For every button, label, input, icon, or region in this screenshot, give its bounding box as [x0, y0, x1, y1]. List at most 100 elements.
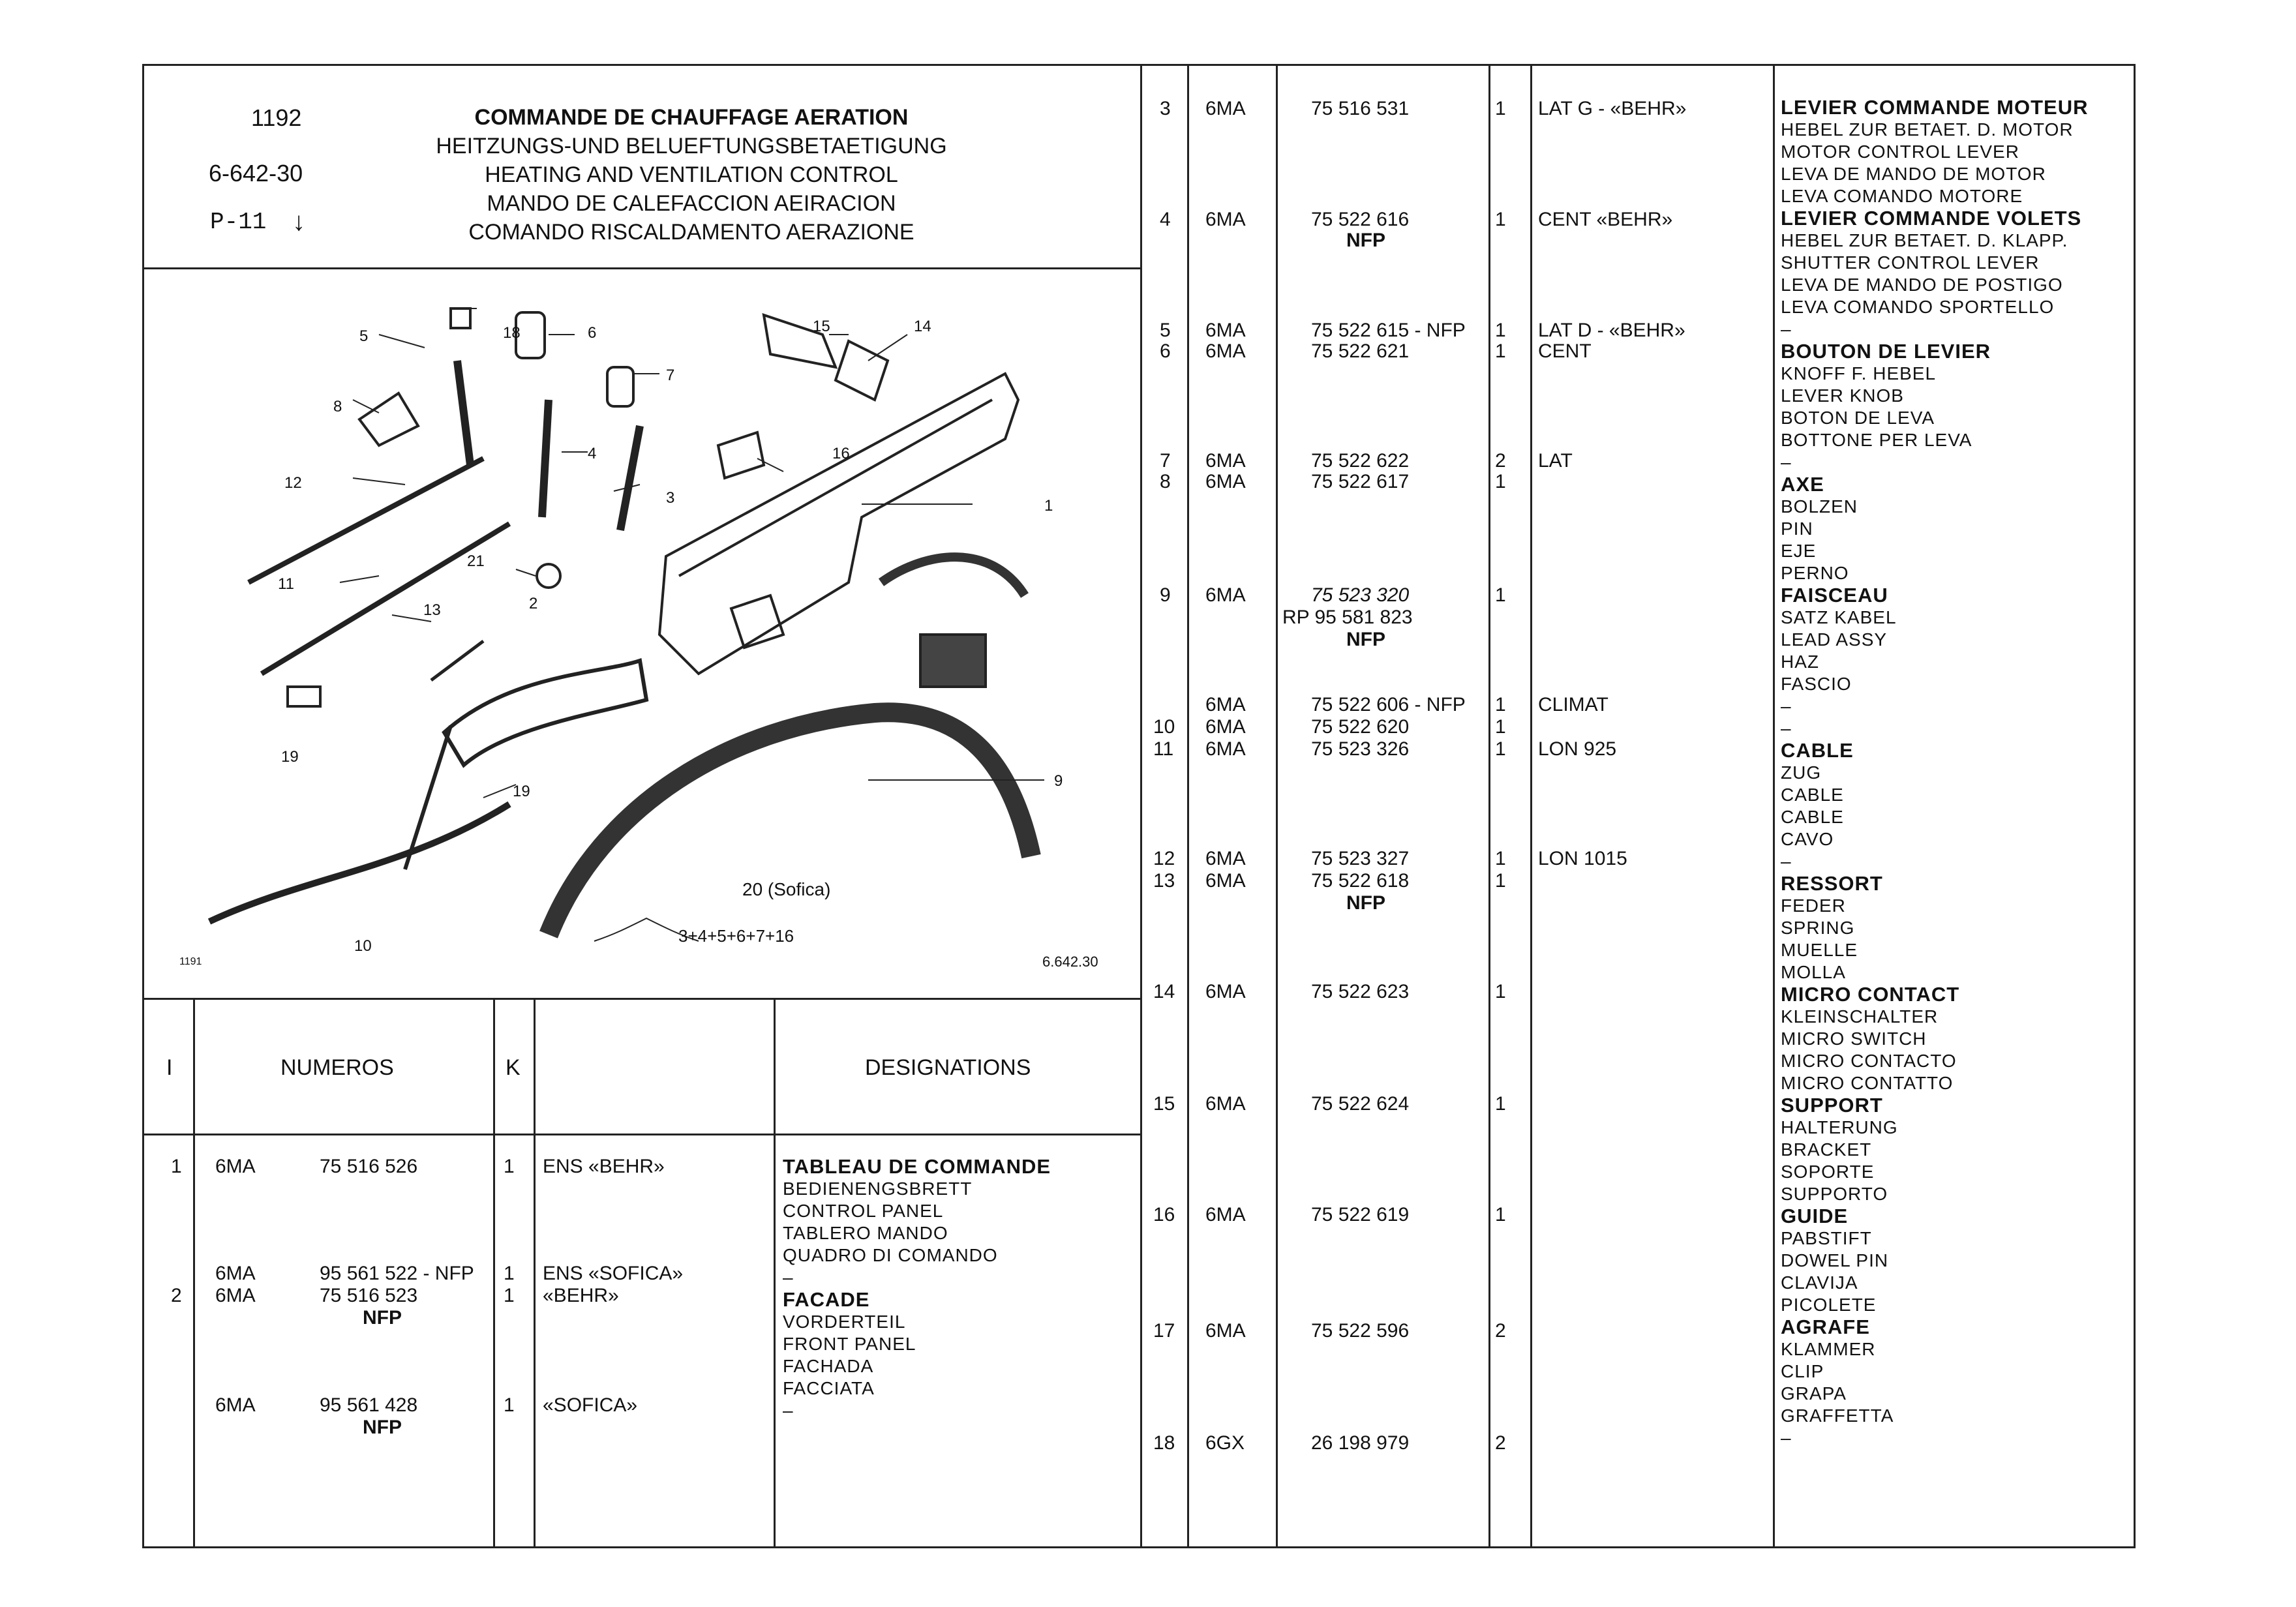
designation-title: GUIDE	[1781, 1205, 1849, 1227]
cable-10	[207, 801, 511, 925]
callout-19a: 19	[281, 748, 299, 766]
callout-14: 14	[914, 318, 931, 335]
title-it: COMANDO RISCALDAMENTO AERAZIONE	[468, 220, 914, 245]
table-row-number: 75 516 523	[320, 1285, 418, 1306]
col-divider-note	[774, 998, 776, 1548]
designation-line: CAVO	[1781, 829, 1834, 849]
table-row-item: 6	[1160, 340, 1171, 362]
col-divider-k	[534, 998, 536, 1548]
callout-5: 5	[359, 327, 368, 345]
designation-line: QUADRO DI COMANDO	[783, 1245, 998, 1265]
table-row-prefix: 6MA	[1205, 340, 1246, 362]
designation-title: CABLE	[1781, 739, 1854, 762]
designation-title: TABLEAU DE COMMANDE	[783, 1155, 1051, 1178]
table-row-number: 75 522 615 - NFP	[1311, 320, 1466, 341]
table-row-item: 10	[1153, 716, 1175, 738]
designation-line: HEBEL ZUR BETAET. D. MOTOR	[1781, 119, 2074, 140]
designation-line: LEAD ASSY	[1781, 629, 1888, 650]
designation-line: CABLE	[1781, 785, 1844, 805]
table-row-number: 75 522 622	[1311, 450, 1410, 472]
table-row-note: LAT D - «BEHR»	[1538, 320, 1685, 341]
designation-line: BOTTONE PER LEVA	[1781, 430, 1972, 450]
designation-line: FACHADA	[783, 1356, 874, 1376]
table-row-number: 75 522 617	[1311, 471, 1410, 492]
harness-loom	[878, 552, 1029, 598]
table-row-k: 1	[504, 1285, 515, 1306]
connector-part	[919, 633, 987, 688]
designation-title: LEVIER COMMANDE VOLETS	[1781, 207, 2082, 230]
callout-9: 9	[1054, 772, 1063, 790]
diagram-callouts: 1 2 3 4 5 6 7 8 9 10 11 12 13 14 15 16 1…	[278, 318, 1063, 955]
designation-line: HALTERUNG	[1781, 1117, 1898, 1137]
callout-4: 4	[588, 445, 596, 462]
table-header-line	[142, 1134, 1140, 1135]
designation-line: –	[1781, 851, 1792, 871]
pin-21	[536, 563, 562, 589]
cable-12	[247, 456, 485, 585]
designation-line: SUPPORTO	[1781, 1184, 1888, 1204]
callout-3: 3	[666, 489, 674, 507]
designation-line: CONTROL PANEL	[783, 1201, 944, 1221]
table-row-number: NFP	[363, 1307, 402, 1329]
table-row-item: 16	[1153, 1204, 1175, 1225]
clip-17	[716, 430, 766, 480]
designation-line: VORDERTEIL	[783, 1312, 906, 1332]
sub-code: P-11	[210, 209, 267, 235]
designation-line: –	[1781, 718, 1792, 738]
table-row-k: 1	[1495, 848, 1506, 869]
table-row-k: 1	[1495, 1093, 1506, 1115]
callout-10: 10	[354, 937, 372, 955]
callout-21: 21	[467, 552, 485, 570]
title-en: HEATING AND VENTILATION CONTROL	[485, 162, 898, 187]
designation-block: TABLEAU DE COMMANDE BEDIENENGSBRETT CONT…	[783, 1156, 1051, 1422]
table-row-prefix: 6MA	[215, 1394, 256, 1416]
designation-line: EJE	[1781, 541, 1817, 561]
table-row-number: 75 522 623	[1311, 981, 1410, 1002]
table-row-note: CLIMAT	[1538, 694, 1609, 715]
table-row-prefix: 6MA	[1205, 1320, 1246, 1342]
table-row-prefix: 6MA	[215, 1285, 256, 1306]
micro-switch-14	[834, 339, 890, 402]
bracket-8	[357, 391, 420, 447]
designation-line: –	[1781, 1428, 1792, 1448]
table-row-prefix: 6MA	[1205, 870, 1246, 892]
table-row-prefix: 6MA	[1205, 209, 1246, 230]
designation-title: MICRO CONTACT	[1781, 983, 1960, 1006]
table-row-item: 11	[1153, 738, 1174, 760]
designation-line: LEVA DE MANDO DE POSTIGO	[1781, 275, 2063, 295]
col-divider-numeros	[493, 998, 495, 1548]
table-row-number: 95 561 522 - NFP	[320, 1263, 474, 1284]
table-row-number: NFP	[1346, 629, 1385, 650]
designation-title: AGRAFE	[1781, 1315, 1870, 1338]
table-row-item: 1	[171, 1156, 182, 1177]
col-header-designations: DESIGNATIONS	[865, 1055, 1031, 1080]
table-row-prefix: 6MA	[1205, 1204, 1246, 1225]
designation-line: KLEINSCHALTER	[1781, 1006, 1939, 1027]
callout-13: 13	[423, 601, 441, 619]
table-row-k: 1	[1495, 340, 1506, 362]
table-row-k: 2	[1495, 450, 1506, 472]
table-row-note: LON 925	[1538, 738, 1617, 760]
designation-line: PIN	[1781, 518, 1813, 539]
spring-13	[430, 640, 485, 682]
table-row-k: 1	[1495, 870, 1506, 892]
table-row-note: «BEHR»	[543, 1285, 619, 1306]
designation-line: FRONT PANEL	[783, 1334, 916, 1354]
control-panel-part	[657, 372, 1020, 676]
col-header-numeros: NUMEROS	[280, 1055, 394, 1080]
table-row-k: 1	[1495, 98, 1506, 119]
group-brace	[594, 917, 699, 942]
table-row-prefix: 6MA	[215, 1263, 256, 1284]
table-row-number: 75 523 320	[1311, 584, 1410, 606]
designation-line: MUELLE	[1781, 940, 1858, 960]
diagram-parts	[207, 307, 1044, 942]
ref-left: 1191	[179, 956, 202, 967]
designation-line: HAZ	[1781, 652, 1819, 672]
table-row-k: 1	[1495, 320, 1506, 341]
designation-line: LEVA COMANDO SPORTELLO	[1781, 297, 2055, 317]
harness-part	[539, 702, 1041, 939]
table-row-note: LAT G - «BEHR»	[1538, 98, 1687, 119]
table-row-number: 75 522 596	[1311, 1320, 1410, 1342]
table-row-item: 17	[1153, 1320, 1175, 1342]
table-row-prefix: 6MA	[1205, 584, 1246, 606]
